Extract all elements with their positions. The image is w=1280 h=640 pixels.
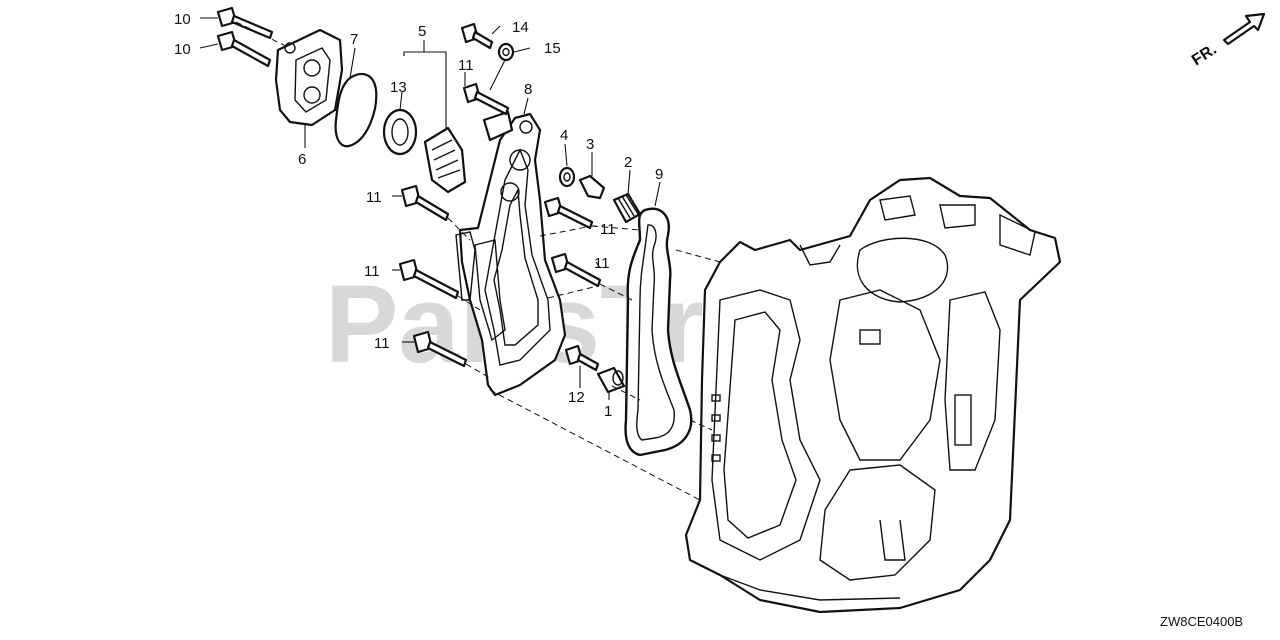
bolt-14 [460, 22, 494, 50]
spring-2 [612, 192, 642, 224]
callout-5: 5 [418, 23, 426, 40]
gasket-9 [624, 207, 693, 457]
bolt-10-upper [216, 6, 274, 40]
bolt-11-left-1 [400, 184, 450, 222]
callout-6: 6 [298, 151, 306, 168]
callout-11: 11 [374, 335, 390, 352]
callout-13: 13 [390, 79, 407, 96]
callout-11: 11 [594, 255, 610, 272]
callout-11: 11 [366, 189, 382, 206]
washer-15 [497, 42, 515, 62]
housing-8 [455, 112, 567, 397]
cylinder-block [684, 176, 1062, 614]
callout-7: 7 [350, 31, 358, 48]
callout-8: 8 [524, 81, 532, 98]
callout-10: 10 [174, 41, 191, 58]
callout-15: 15 [544, 40, 561, 57]
callout-1: 1 [604, 403, 612, 420]
front-marker-label: FR. [1189, 41, 1220, 69]
callout-12: 12 [568, 389, 585, 406]
callout-11: 11 [458, 57, 474, 74]
leader-lines [199, 17, 721, 501]
spacer [482, 110, 514, 142]
callout-9: 9 [655, 166, 663, 183]
washer-4 [558, 166, 576, 188]
bolt-10-lower [216, 30, 272, 68]
callout-4: 4 [560, 127, 568, 144]
callout-14: 14 [512, 19, 529, 36]
diagram-code: ZW8CE0400B [1160, 614, 1243, 629]
bolt-11-right-1 [543, 196, 594, 230]
front-direction-arrow: FR. [1189, 12, 1266, 69]
bolt-12 [564, 344, 600, 372]
callout-11: 11 [600, 221, 616, 238]
callout-10: 10 [174, 11, 191, 28]
bolt-11-left-3 [412, 330, 468, 368]
bolt-11-left-2 [398, 258, 460, 300]
valve-3 [578, 174, 606, 200]
callout-11: 11 [364, 263, 380, 280]
thermostat-5 [423, 126, 467, 194]
seal-13 [382, 108, 418, 156]
plate-frame [474, 239, 506, 342]
cover-6 [274, 28, 344, 127]
collar-1 [596, 366, 626, 394]
o-ring-7 [334, 72, 378, 148]
callout-3: 3 [586, 136, 594, 153]
callout-2: 2 [624, 154, 632, 171]
bolt-11-top [462, 82, 510, 116]
callout-labels: 10 10 6 7 5 13 14 15 11 8 4 3 2 9 11 11 11 11 11 12 1 [174, 11, 663, 420]
